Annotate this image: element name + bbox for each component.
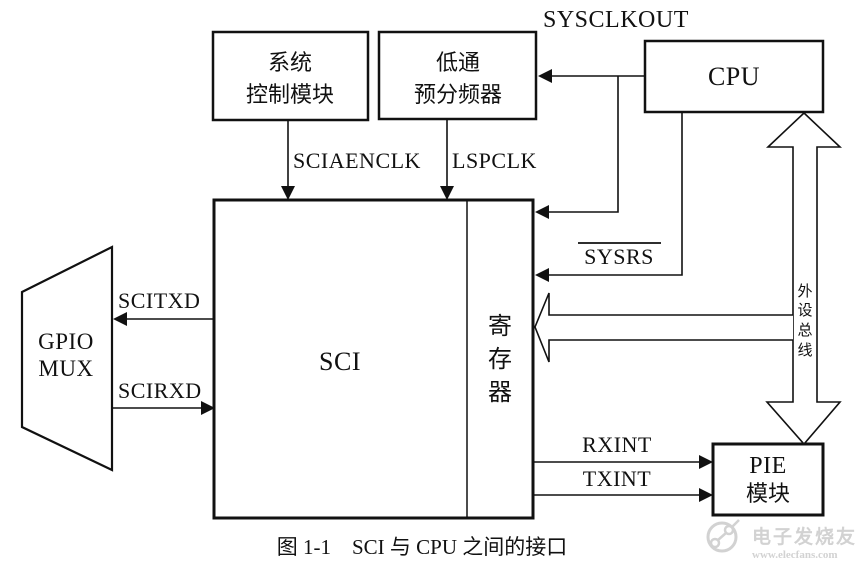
sysclk-branch-arrowhead: [535, 205, 549, 219]
sysrs-arrow-line: [545, 112, 683, 276]
register-label-char2: 存: [488, 346, 512, 373]
system-control-module-box: [211, 30, 370, 122]
rxint-arrowhead: [699, 455, 713, 469]
scitxd-label: SCITXD: [118, 288, 200, 313]
txint-arrowhead: [699, 488, 713, 502]
sci-label: SCI: [319, 347, 361, 376]
scitxd-arrowhead: [113, 312, 127, 326]
cpu-box: [643, 39, 825, 114]
lspclk-arrowhead: [440, 186, 454, 200]
register-label-char1: 寄: [488, 313, 512, 340]
pie-module-label-line2: 模块: [746, 481, 790, 506]
watermark-logo-link: [717, 532, 727, 541]
lowpass-prescaler-label-line1: 低通: [436, 50, 480, 75]
cpu-to-prescaler-arrowhead: [538, 69, 552, 83]
watermark-url: www.elecfans.com: [752, 549, 838, 561]
lowpass-prescaler-box: [377, 30, 538, 121]
lspclk-label: LSPCLK: [452, 148, 537, 173]
gpio-mux-label-line1: GPIO: [38, 329, 94, 354]
sysrs-arrowhead: [535, 268, 549, 282]
sysclk-branch-line: [545, 76, 619, 213]
pie-module-label-line1: PIE: [749, 453, 787, 479]
sci-box: [212, 198, 535, 520]
watermark-logo-tail: [731, 519, 740, 528]
peripheral-bus-vertical-arrow: [765, 111, 843, 446]
register-label-char3: 器: [488, 380, 512, 406]
cpu-label: CPU: [708, 62, 760, 91]
watermark-logo-dot1: [709, 537, 721, 549]
sysrs-label: SYSRS: [584, 244, 654, 269]
system-control-module-label-line1: 系统: [268, 50, 312, 75]
watermark-logo-circle: [706, 521, 738, 553]
peripheral-bus-label-char2: 设: [797, 302, 812, 319]
peripheral-bus-horizontal-arrow: [534, 292, 793, 363]
system-control-module-label-line2: 控制模块: [246, 82, 334, 107]
sysclkout-label: SYSCLKOUT: [543, 7, 689, 33]
sciaenclk-label: SCIAENCLK: [293, 148, 421, 173]
gpio-mux-shape: [20, 245, 114, 472]
rxint-label: RXINT: [582, 432, 652, 457]
sciaenclk-arrowhead: [281, 186, 295, 200]
figure-caption: 图 1-1 SCI 与 CPU 之间的接口: [277, 535, 568, 559]
scirxd-label: SCIRXD: [118, 378, 202, 403]
gpio-mux-label-line2: MUX: [38, 356, 93, 381]
peripheral-bus-label-char4: 线: [797, 342, 812, 359]
watermark-brand: 电子发烧友: [752, 525, 857, 548]
watermark-logo-dot2: [723, 524, 735, 536]
scirxd-arrowhead: [201, 401, 215, 415]
peripheral-bus-label-char3: 总: [797, 322, 812, 339]
txint-label: TXINT: [583, 466, 652, 491]
watermark-logo: [706, 519, 740, 553]
peripheral-bus-label-char1: 外: [797, 283, 812, 300]
pie-module-box: [711, 442, 825, 517]
lowpass-prescaler-label-line2: 预分频器: [414, 82, 502, 107]
